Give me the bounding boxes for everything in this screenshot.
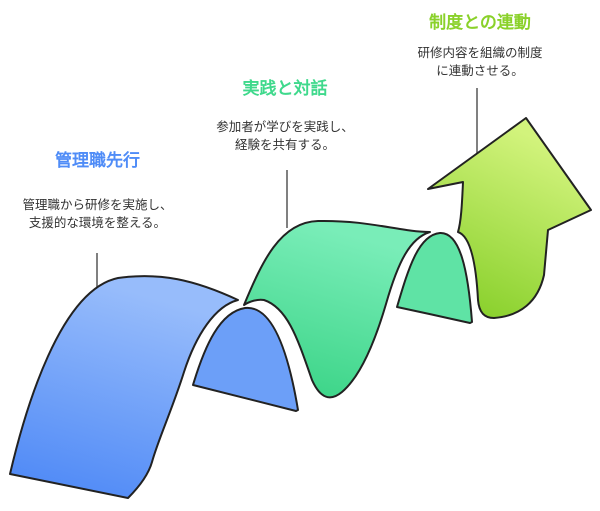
step-3-description: 研修内容を組織の制度 に連動させる。	[417, 45, 543, 78]
step-2-title: 実践と対話	[242, 79, 328, 99]
blue-back-segment	[192, 306, 299, 412]
step-1-title: 管理職先行	[55, 151, 140, 171]
green-wave-segment	[243, 219, 431, 399]
step-2-description: 参加者が学びを実践し、 経験を共有する。	[216, 119, 354, 152]
step-1-description: 管理職から研修を実施し、 支援的な環境を整える。	[22, 197, 173, 230]
lime-arrow-segment	[427, 117, 592, 319]
blue-arch-segment	[9, 275, 239, 499]
step-3-title: 制度との連動	[429, 13, 531, 33]
green-back-segment	[396, 231, 473, 324]
